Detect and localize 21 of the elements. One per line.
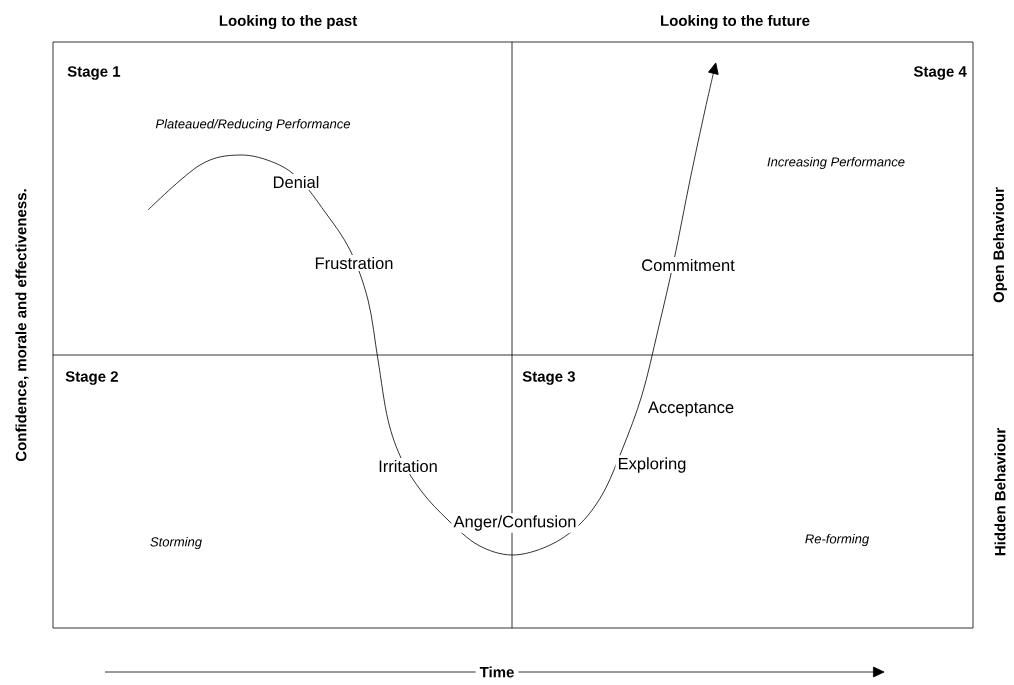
phase-label: Increasing Performance	[767, 156, 905, 170]
phase-label: Re-forming	[805, 533, 870, 547]
curve-label: Denial	[270, 173, 322, 191]
stage-heading: Stage 3	[522, 371, 575, 385]
stage-heading: Stage 4	[913, 66, 967, 80]
curve-label: Frustration	[312, 254, 396, 272]
curve-label: Acceptance	[645, 399, 737, 419]
stage-heading: Stage 2	[65, 371, 118, 385]
curve-label: Exploring	[615, 455, 689, 475]
curve-label: Commitment	[639, 256, 737, 274]
column-heading: Looking to the past	[219, 15, 357, 30]
phase-label: Plateaued/Reducing Performance	[155, 118, 351, 132]
column-heading: Looking to the future	[661, 15, 810, 30]
axis-title: Confidence, morale and effectiveness.	[15, 189, 29, 462]
curve-label: Irritation	[376, 457, 440, 475]
row-label: Hidden Behaviour	[994, 428, 1006, 556]
phase-label: Storming	[150, 536, 202, 550]
curve-label: Anger/Confusion	[451, 513, 579, 533]
axis-title: Time	[475, 662, 519, 682]
stage-heading: Stage 1	[67, 66, 121, 80]
row-label: Open Behaviour	[993, 187, 1007, 303]
